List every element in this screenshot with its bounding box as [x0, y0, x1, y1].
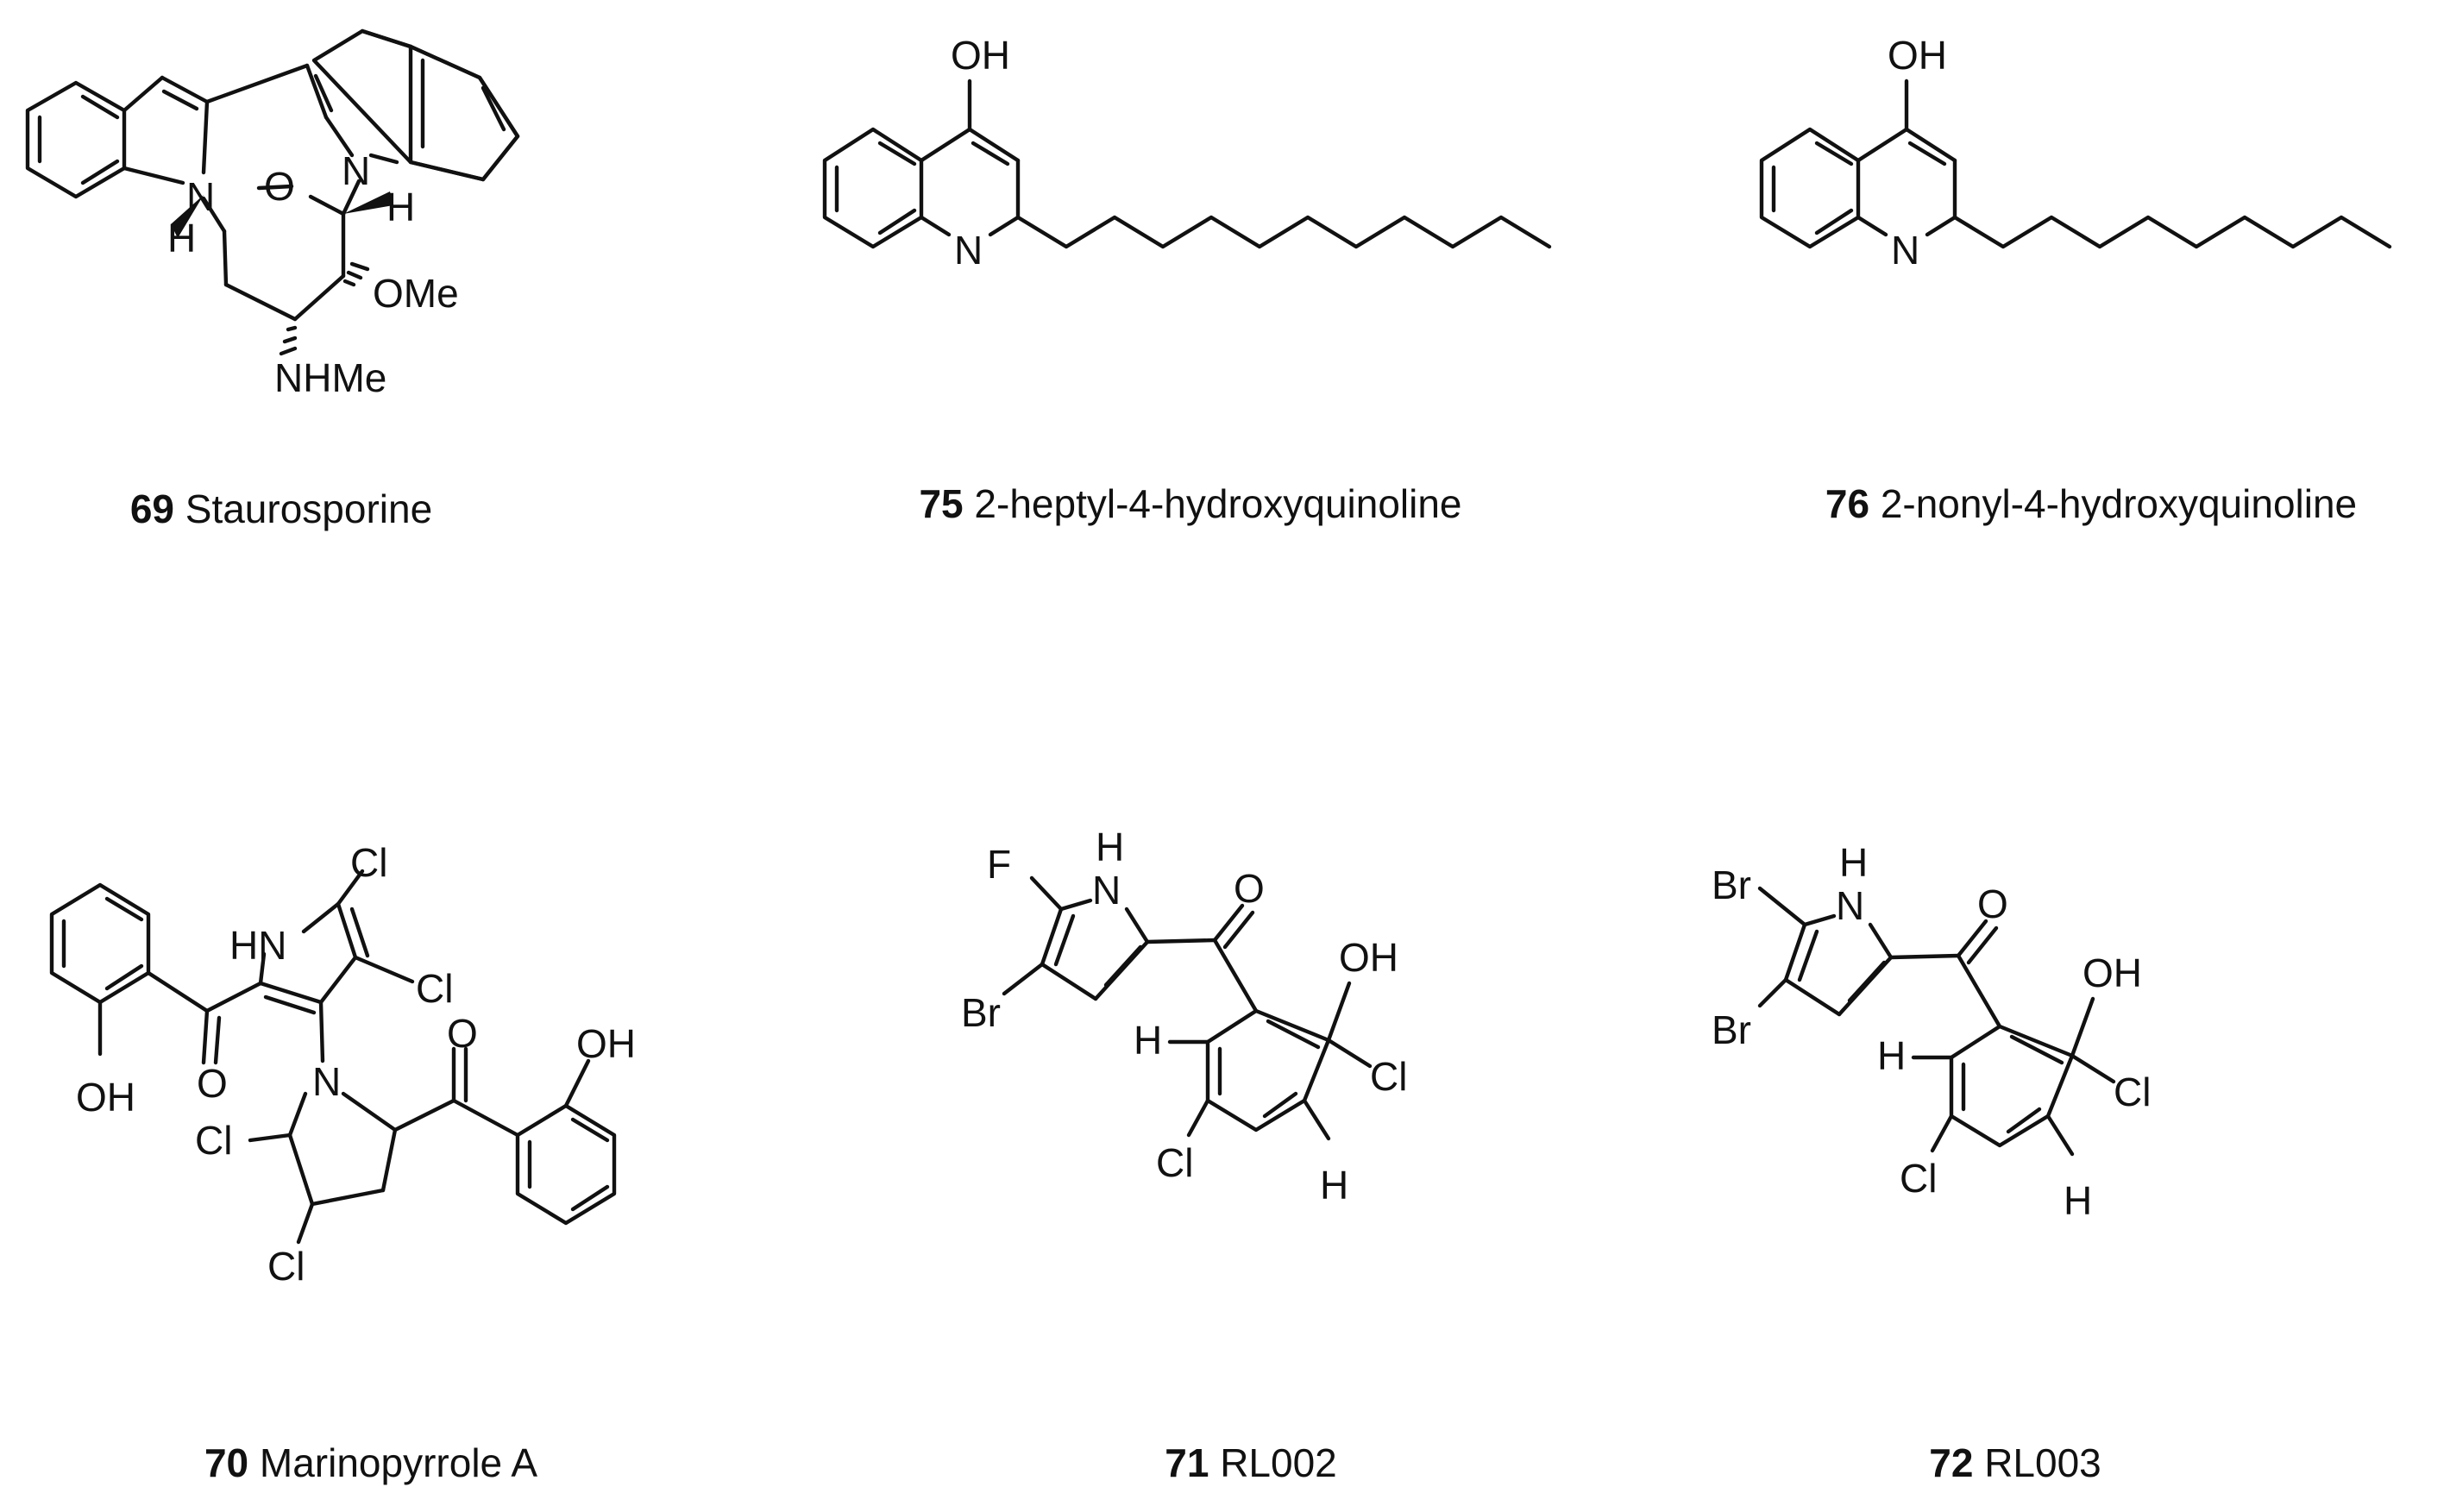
atom-oh: OH: [2082, 950, 2142, 995]
atom-cl: Cl: [1370, 1054, 1407, 1099]
caption-hhq7: 75 2-heptyl-4-hydroxyquinoline: [919, 481, 1461, 526]
atom-nhme: NHMe: [274, 355, 386, 400]
atom-n: N: [1836, 883, 1864, 928]
structure-hhq9: OH N: [1759, 33, 2392, 273]
atom-h: H: [1877, 1033, 1906, 1078]
atom-cl: Cl: [1900, 1156, 1937, 1201]
atom-o: O: [264, 164, 295, 209]
atom-cl: Cl: [2114, 1070, 2151, 1114]
atom-br: Br: [961, 990, 1001, 1035]
atom-h: H: [1134, 1018, 1162, 1063]
atom-oh: OH: [951, 33, 1010, 78]
atom-n: N: [342, 148, 370, 193]
atom-n: N: [1891, 228, 1919, 273]
atom-n: N: [186, 174, 215, 219]
atom-o: O: [1234, 866, 1265, 911]
atom-h: H: [386, 185, 415, 229]
structure-marinopyrrole: HN Cl Cl Cl Cl OH OH O O N: [49, 840, 636, 1289]
atom-h: H: [167, 216, 196, 260]
atom-o: O: [1977, 881, 2008, 926]
atom-br: Br: [1712, 1007, 1751, 1052]
atom-n: N: [1092, 868, 1121, 913]
atom-oh: OH: [576, 1021, 636, 1066]
atom-h: H: [1096, 825, 1124, 869]
structure-rl003: Br Br H N O OH H Cl Cl H: [1712, 840, 2151, 1223]
atom-o: O: [197, 1061, 228, 1106]
atom-f: F: [987, 842, 1011, 887]
atom-oh: OH: [76, 1075, 135, 1120]
atom-n: N: [312, 1059, 341, 1104]
structure-hhq7: OH N: [822, 33, 1552, 273]
atom-hn: HN: [229, 923, 286, 968]
caption-hhq9: 76 2-nonyl-4-hydroxyquinoline: [1825, 481, 2357, 526]
atom-cl: Cl: [416, 966, 453, 1011]
atom-h: H: [1320, 1163, 1348, 1208]
caption-marinopyrrole: 70 Marinopyrrole A: [204, 1440, 537, 1485]
atom-h: H: [2064, 1178, 2092, 1223]
atom-br: Br: [1712, 863, 1751, 907]
atom-h: H: [1839, 840, 1868, 885]
atom-cl: Cl: [195, 1118, 232, 1163]
atom-oh: OH: [1339, 935, 1398, 980]
atom-cl: Cl: [1156, 1140, 1193, 1185]
structure-staurosporine: N N O H H OMe NHMe: [25, 28, 520, 400]
atom-oh: OH: [1888, 33, 1947, 78]
atom-ome: OMe: [373, 271, 459, 316]
atom-n: N: [954, 228, 983, 273]
caption-staurosporine: 69 Staurosporine: [130, 486, 432, 531]
caption-rl002: 71 RL002: [1165, 1440, 1337, 1485]
atom-cl: Cl: [350, 840, 387, 885]
structure-rl002: F H N Br O OH H Cl Cl H: [961, 825, 1407, 1208]
atom-o: O: [447, 1011, 478, 1056]
caption-rl003: 72 RL003: [1929, 1440, 2101, 1485]
atom-cl: Cl: [267, 1244, 305, 1289]
